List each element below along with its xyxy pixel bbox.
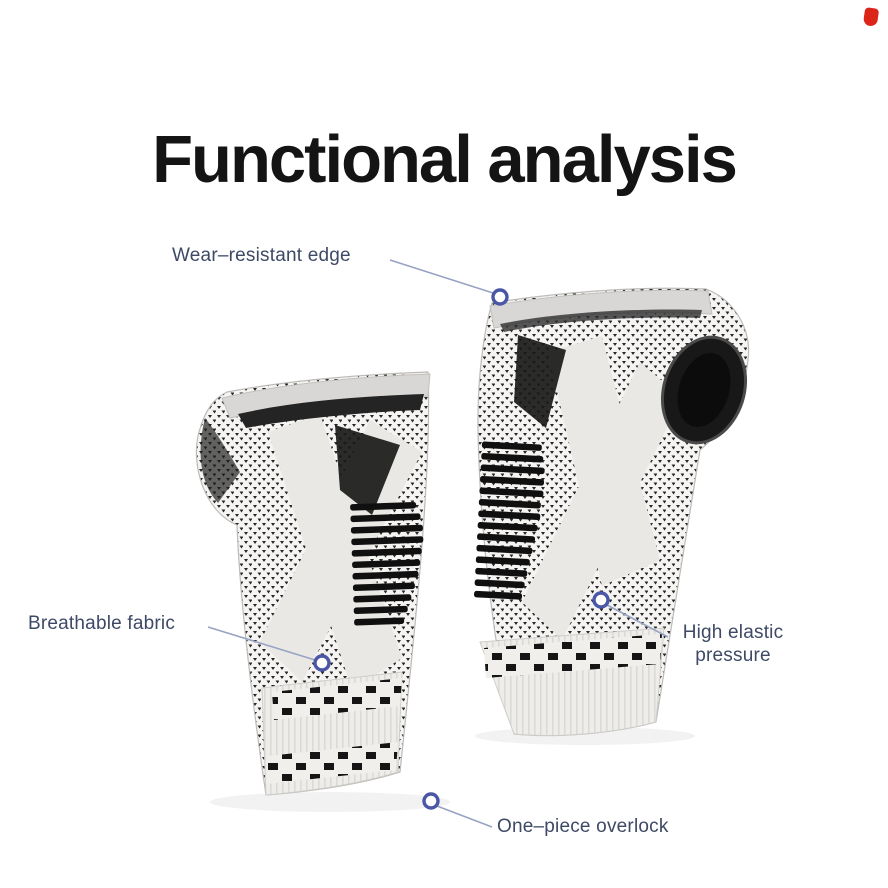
callout-label-breathable-fabric: Breathable fabric <box>28 613 176 634</box>
callout-line-overlock <box>436 805 493 828</box>
thumb-hole <box>660 335 748 445</box>
brace-right-elastic-band-2 <box>522 362 682 640</box>
callout-connectors <box>207 259 669 828</box>
brace-left-stripes <box>350 501 424 626</box>
wrist-brace-right <box>474 287 750 737</box>
shadow-left <box>210 792 450 812</box>
callout-line-elastic <box>606 604 669 638</box>
callout-marker-overlock <box>422 792 440 810</box>
brace-left-thumb-shadow <box>200 418 240 503</box>
brace-right-stripes <box>474 441 545 600</box>
callout-marker-breathable <box>313 654 331 672</box>
brace-right-dark-wedge <box>514 335 566 428</box>
brace-left-dark-wedge <box>335 425 400 515</box>
brace-left-checker-bottom <box>266 742 398 784</box>
callout-label-high-elastic-pressure: High elastic pressure <box>668 622 798 668</box>
callout-marker-elastic <box>592 591 610 609</box>
brace-left-checker-top <box>272 678 402 720</box>
callout-marker-wear-resistant <box>491 288 509 306</box>
callout-line-breathable <box>207 626 316 661</box>
brace-right-checker <box>484 634 662 678</box>
wrist-brace-left <box>195 371 431 796</box>
brace-right-opening <box>500 309 702 332</box>
callout-label-one-piece-overlock: One–piece overlock <box>497 816 669 837</box>
callout-label-wear-resistant-edge: Wear–resistant edge <box>172 245 351 266</box>
page-title: Functional analysis <box>152 121 738 197</box>
callout-label-high-elastic-line2: pressure <box>695 644 771 666</box>
callout-label-high-elastic-line1: High elastic <box>682 622 784 643</box>
callout-markers <box>313 288 610 810</box>
brace-left-opening <box>238 394 424 428</box>
callout-line-wear-resistant <box>389 259 494 294</box>
